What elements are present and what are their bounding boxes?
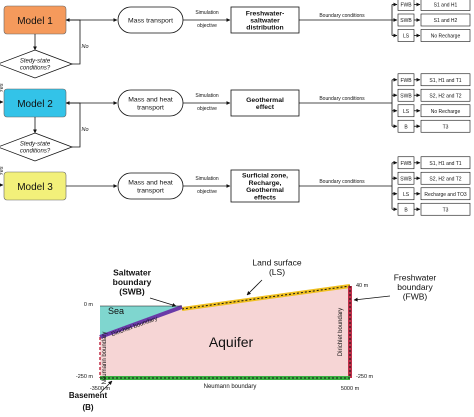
- decision-1-yes-label: Yes: [0, 83, 5, 92]
- model-1-bc-2-value: S1 and H2: [434, 18, 458, 24]
- decision-2-no-path: [65, 101, 81, 148]
- model-1-bc-1-value-box: [420, 0, 471, 11]
- model-1-objective-label: objective: [197, 23, 217, 29]
- neumann-left-label: Neumann boundary: [102, 332, 108, 385]
- model-2-bc-4-value: T3: [443, 124, 449, 130]
- model-1-bc-1-value: S1 and H1: [434, 3, 458, 9]
- model-3-bc-4-value: T3: [443, 207, 449, 213]
- model-3-bc-label: Boundary conditions: [319, 179, 365, 185]
- basement-label: Basement: [69, 391, 108, 400]
- model-3-simulation-label: Simulation: [195, 176, 219, 182]
- x-right-label: 5000 m: [341, 386, 360, 392]
- aquifer-label: Aquifer: [209, 334, 254, 350]
- sea-label: Sea: [108, 306, 124, 316]
- model-2-bc-4-code: B: [404, 124, 408, 130]
- model-2-bc-1-code: FWB: [400, 78, 412, 84]
- model-1-transport-label: Mass transport: [128, 18, 173, 25]
- land-surface-dash: [181, 285, 351, 310]
- model-1-bc-1-code: FWB: [400, 3, 412, 9]
- saltwater-boundary-line: [99, 305, 183, 339]
- model-1-bc-3-value-box: [420, 29, 471, 42]
- model-1-bc-3-value: No Recharge: [431, 34, 461, 40]
- model-2-bc-4-value-box: [420, 119, 471, 133]
- model-2-objective-label: objective: [197, 106, 217, 112]
- model-1-simulation-label: Simulation: [195, 10, 219, 16]
- decision-1-no-label: No: [81, 44, 88, 50]
- land-surface-label: Land surface(LS): [252, 257, 301, 277]
- land-surface-pointer: [246, 279, 263, 296]
- model-3-bc-2-code: SWB: [400, 176, 412, 182]
- decision-2-yes-label: Yes: [0, 166, 5, 175]
- model-1-bc-3-code: LS: [403, 34, 410, 40]
- decision-2-no-label: No: [81, 127, 88, 133]
- decision-1-yes-path: [0, 100, 4, 104]
- basement-pointer: [99, 380, 113, 394]
- decision-1-diamond: [0, 49, 74, 79]
- model-2-bc-3-code: LS: [403, 109, 410, 115]
- model-3-effect-box: [230, 169, 300, 203]
- model-1-effect-box: [230, 6, 300, 34]
- model-3-bc-2-value: S2, H2 and T2: [429, 176, 461, 182]
- model-2-effect-box: [230, 89, 300, 117]
- dirichlet-right-label: Dirichlet boundary: [338, 308, 344, 356]
- y-top-label: 0 m: [84, 302, 94, 308]
- model-2-bc-2-code: SWB: [400, 93, 412, 99]
- y-right-bottom-label: -250 m: [356, 374, 374, 380]
- model-3-bc-4-value-box: [420, 202, 471, 216]
- model-2-bc-1-value: S1, H1 and T1: [429, 78, 461, 84]
- y-right-top-label: 40 m: [356, 283, 369, 289]
- model-3-label: Model 3: [17, 182, 53, 193]
- decision-1-no-path: [65, 18, 81, 65]
- decision-2-diamond: [0, 132, 74, 162]
- saltwater-pointer: [149, 297, 177, 307]
- model-1-bc-label: Boundary conditions: [319, 13, 365, 19]
- model-1-bc-2-code: SWB: [400, 18, 412, 24]
- model-2-bc-3-value: No Recharge: [431, 109, 461, 115]
- model-3-bc-1-value-box: [420, 156, 471, 170]
- model-3-bc-1-code: FWB: [400, 161, 412, 167]
- neumann-bottom-label: Neumann boundary: [204, 384, 257, 390]
- model-2-bc-2-value-box: [420, 88, 471, 102]
- model-3-bc-1-value: S1, H1 and T1: [429, 161, 461, 167]
- model-2-bc-3-value-box: [420, 104, 471, 118]
- model-2-bc-label: Boundary conditions: [319, 96, 365, 102]
- model-3-bc-2-value-box: [420, 171, 471, 185]
- decision-2-yes-path: [0, 183, 4, 187]
- model-2-label: Model 2: [17, 99, 53, 110]
- model-1-bc-2-value-box: [420, 13, 471, 27]
- freshwater-pointer: [353, 295, 391, 302]
- aquifer-area: [100, 286, 350, 378]
- model-2-bc-1-value-box: [420, 73, 471, 87]
- panel-label: (B): [82, 403, 93, 412]
- model-2-bc-2-value: S2, H2 and T2: [429, 93, 461, 99]
- y-bottom-label: -250 m: [76, 374, 94, 380]
- x-left-label: -3500 m: [90, 386, 111, 392]
- model-3-bc-3-value: Recharge and TO3: [424, 192, 467, 198]
- model-2-simulation-label: Simulation: [195, 93, 219, 99]
- model-3-objective-label: objective: [197, 189, 217, 195]
- model-3-bc-4-code: B: [404, 207, 408, 213]
- model-3-bc-3-code: LS: [403, 192, 410, 198]
- model-1-label: Model 1: [17, 16, 53, 27]
- model-3-bc-3-value-box: [420, 187, 471, 201]
